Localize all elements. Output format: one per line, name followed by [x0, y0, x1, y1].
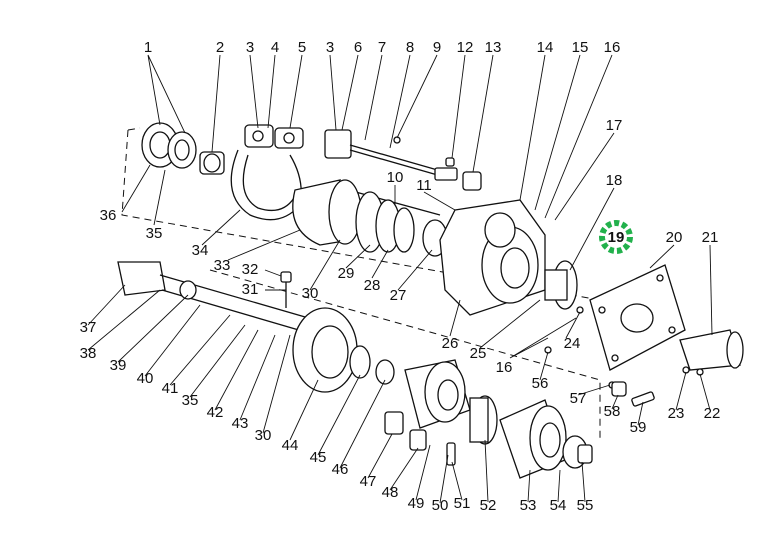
part-label-20: 20 — [666, 229, 683, 246]
part-label-33: 33 — [214, 257, 231, 274]
part-label-45: 45 — [310, 449, 327, 466]
part-label-3: 3 — [246, 39, 254, 56]
part-splined-shaft-52 — [469, 395, 498, 445]
part-pin-51 — [446, 442, 456, 466]
part-label-54: 54 — [550, 497, 567, 514]
part-flange-18 — [544, 260, 578, 310]
part-label-52: 52 — [480, 497, 497, 514]
part-label-10: 10 — [387, 169, 404, 186]
part-label-42: 42 — [207, 404, 224, 421]
part-label-35: 35 — [182, 392, 199, 409]
part-label-16: 16 — [604, 39, 621, 56]
part-housing-26 — [439, 199, 546, 316]
part-label-13: 13 — [485, 39, 502, 56]
part-label-3: 3 — [326, 39, 334, 56]
part-label-37: 37 — [80, 319, 97, 336]
highlight-badge — [599, 220, 633, 254]
part-rod-7 — [324, 129, 458, 181]
part-label-48: 48 — [382, 484, 399, 501]
part-label-57: 57 — [570, 390, 587, 407]
part-label-7: 7 — [378, 39, 386, 56]
part-label-34: 34 — [192, 242, 209, 259]
part-ring-gear-44 — [292, 307, 358, 393]
assembly-axis-upper — [121, 127, 601, 301]
part-label-18: 18 — [606, 172, 623, 189]
part-label-28: 28 — [364, 277, 381, 294]
part-label-1: 1 — [144, 39, 152, 56]
part-label-12: 12 — [457, 39, 474, 56]
part-label-31: 31 — [242, 281, 259, 298]
part-label-44: 44 — [282, 437, 299, 454]
part-label-26: 26 — [442, 335, 459, 352]
part-label-2: 2 — [216, 39, 224, 56]
part-label-39: 39 — [110, 357, 127, 374]
part-label-8: 8 — [406, 39, 414, 56]
leader-lines — [87, 54, 713, 504]
part-label-41: 41 — [162, 380, 179, 397]
part-carrier-48 — [404, 359, 471, 429]
part-gear-pack-29 — [355, 191, 448, 257]
part-label-21: 21 — [702, 229, 719, 246]
part-label-5: 5 — [298, 39, 306, 56]
part-label-35: 35 — [146, 225, 163, 242]
part-bolt-24 — [576, 306, 584, 314]
part-screw-32 — [280, 271, 292, 283]
part-label-27: 27 — [390, 287, 407, 304]
part-label-56: 56 — [532, 375, 549, 392]
part-label-14: 14 — [537, 39, 554, 56]
part-label-6: 6 — [354, 39, 362, 56]
part-label-38: 38 — [80, 345, 97, 362]
part-label-19: 19 — [608, 229, 625, 246]
part-cap-21 — [679, 329, 744, 371]
part-label-51: 51 — [454, 495, 471, 512]
part-drum-33 — [292, 179, 362, 246]
part-roller-49 — [409, 429, 427, 451]
part-bearing-1 — [141, 122, 197, 169]
part-label-49: 49 — [408, 495, 425, 512]
assembly-axis-lower — [209, 269, 601, 440]
part-label-36: 36 — [100, 207, 117, 224]
part-label-59: 59 — [630, 419, 647, 436]
part-label-30: 30 — [255, 427, 272, 444]
part-label-9: 9 — [433, 39, 441, 56]
part-stud-59 — [631, 391, 655, 407]
part-nut-58 — [611, 381, 627, 397]
part-label-30: 30 — [302, 285, 319, 302]
part-label-55: 55 — [577, 497, 594, 514]
part-sleeve-13 — [462, 171, 482, 191]
part-label-11: 11 — [416, 177, 432, 194]
part-label-58: 58 — [604, 403, 621, 420]
part-label-29: 29 — [338, 265, 355, 282]
part-label-4: 4 — [271, 39, 279, 56]
part-label-40: 40 — [137, 370, 154, 387]
part-label-17: 17 — [606, 117, 623, 134]
part-label-50: 50 — [432, 497, 449, 514]
part-roller-47 — [384, 411, 404, 435]
part-label-16: 16 — [496, 359, 513, 376]
part-label-53: 53 — [520, 497, 537, 514]
part-cover-plate-20 — [589, 264, 686, 371]
part-label-32: 32 — [242, 261, 259, 278]
part-label-25: 25 — [470, 345, 487, 362]
part-label-47: 47 — [360, 473, 377, 490]
part-label-43: 43 — [232, 415, 249, 432]
part-brake-band-34 — [230, 124, 304, 221]
part-nut-12 — [445, 157, 455, 167]
part-label-23: 23 — [668, 405, 685, 422]
part-shaft-37 — [117, 261, 351, 346]
part-output-housing-53 — [499, 399, 593, 479]
part-label-15: 15 — [572, 39, 589, 56]
part-bushing-2 — [199, 151, 225, 175]
part-label-46: 46 — [332, 461, 349, 478]
part-label-22: 22 — [704, 405, 721, 422]
part-label-24: 24 — [564, 335, 581, 352]
part-gears-45 — [349, 345, 395, 385]
